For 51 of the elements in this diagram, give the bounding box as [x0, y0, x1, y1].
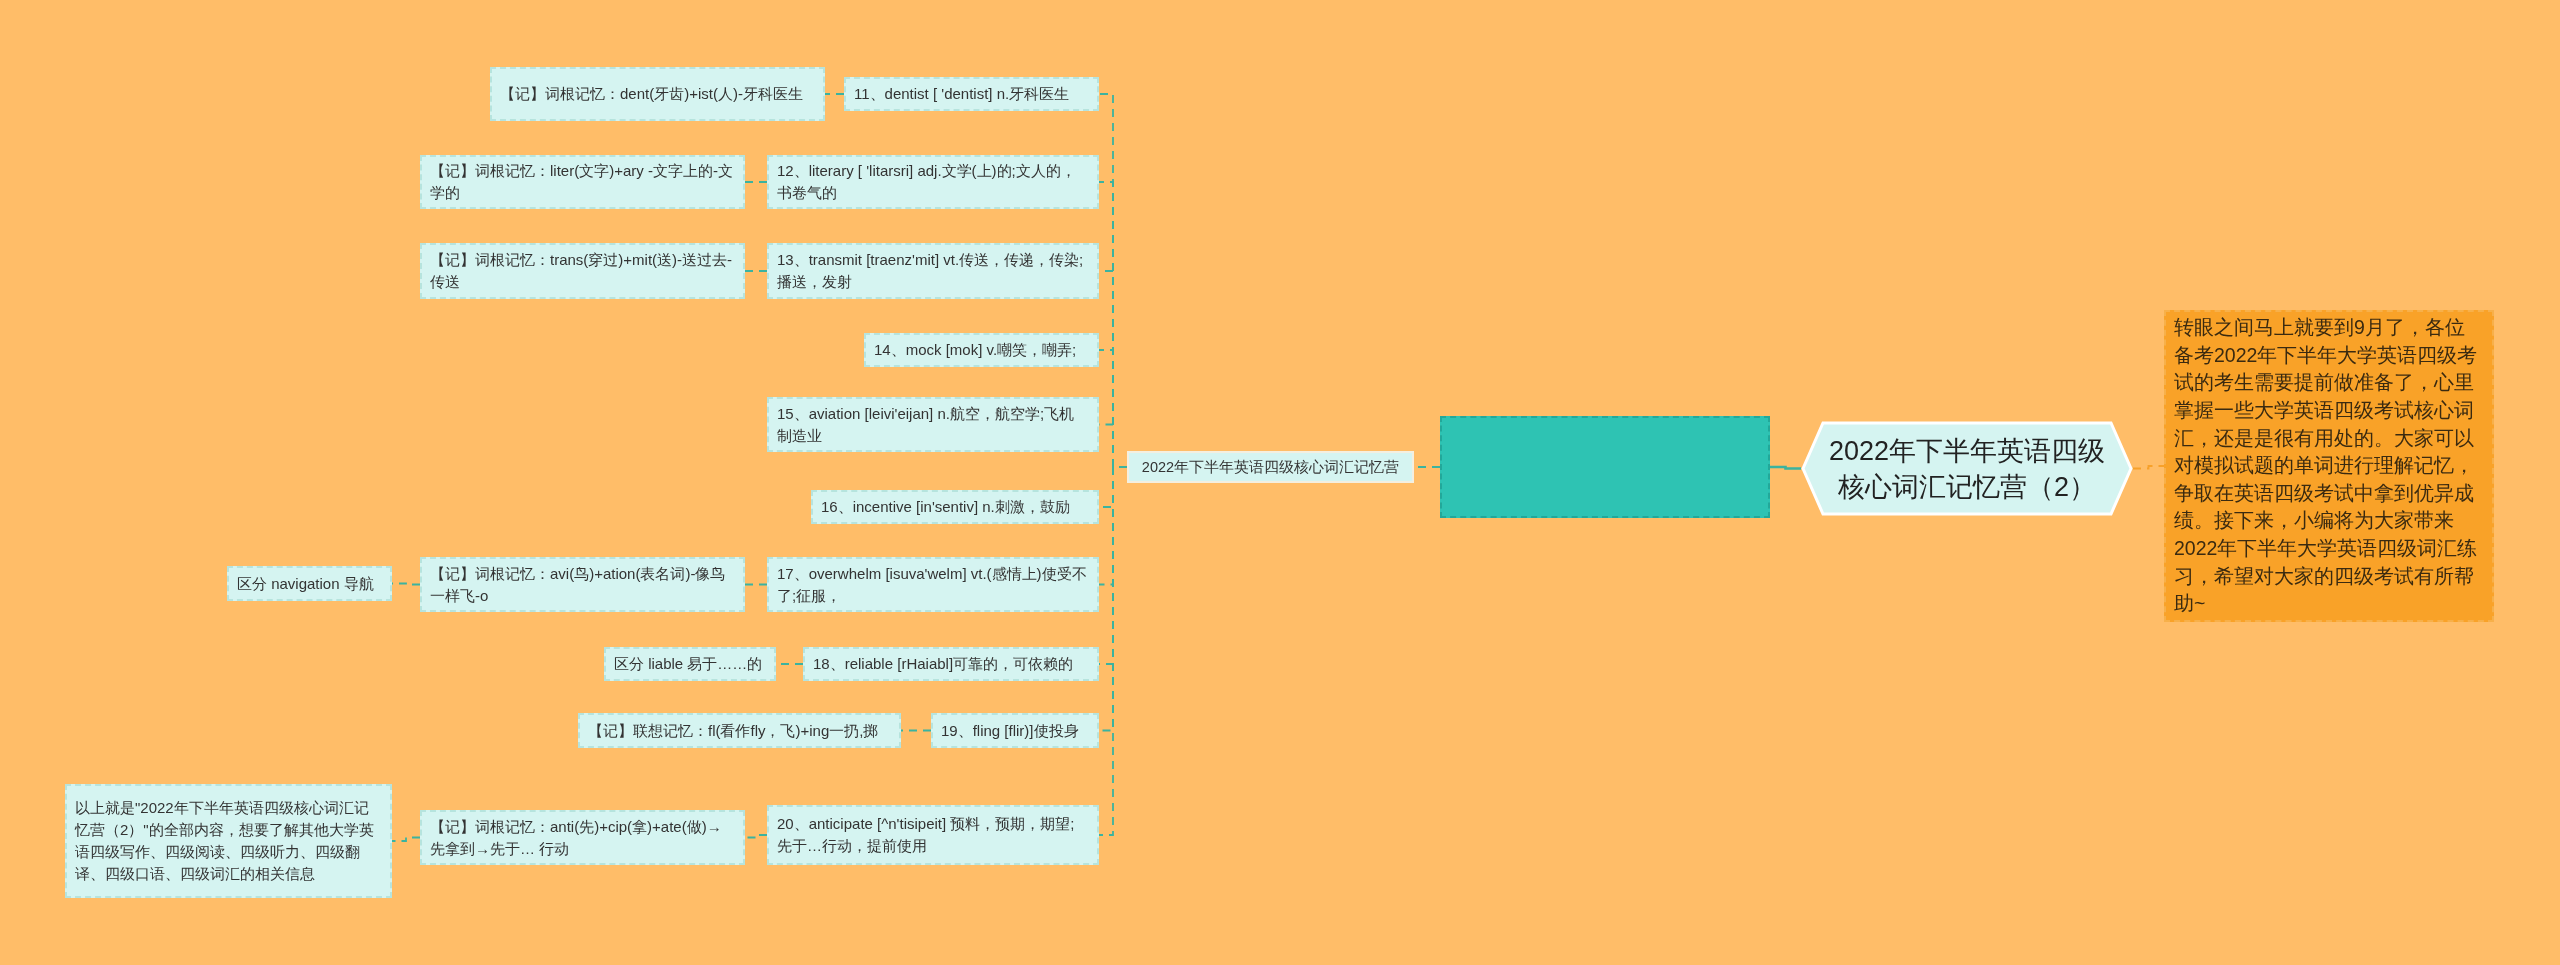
entry-text: 【记】词根记忆：avi(鸟)+ation(表名词)-像鸟一样飞-o: [430, 563, 727, 606]
connector-line: [744, 583, 768, 586]
word-box: [767, 397, 1099, 452]
memory-tip-box: [420, 557, 745, 612]
connector-line: [2132, 465, 2165, 470]
entry-text: 【记】词根记忆：liter(文字)+ary -文字上的-文学的: [430, 161, 734, 203]
word-box: [803, 647, 1099, 681]
entry-text: 以上就是"2022年下半年英语四级核心词汇记忆营（2）"的全部内容，想要了解其他大学英语四级写作、四级阅读、四级听力、四级翻译、四级口语、四级词汇的相关信息: [75, 798, 375, 884]
entry-text: 14、mock [mok] v.嘲笑，嘲弄;: [874, 340, 1077, 360]
entry-text: 【记】词根记忆：dent(牙齿)+ist(人)-牙科医生: [500, 84, 803, 104]
topic-text: 2022年下半年英语四级核心词汇记忆营（2）: [1827, 434, 2107, 504]
word-box: [931, 713, 1099, 748]
entry-text: 16、incentive [in'sentiv] n.刺激，鼓励: [821, 497, 1070, 517]
entry-text: 18、reliable [rHaiabl]可靠的，可依赖的: [813, 654, 1074, 674]
entry-text: 【记】词根记忆：anti(先)+cip(拿)+ate(做)→先拿到→先于… 行动: [430, 816, 723, 859]
entry-text: 15、aviation [leivi'eijan] n.航空，航空学;飞机制造业: [777, 403, 1076, 446]
word-box: [811, 490, 1099, 524]
entry-text: 17、overwhelm [isuva'welm] vt.(感情上)使受不了;征服，: [777, 563, 1088, 606]
central-topic-box: [1801, 421, 2133, 516]
word-box: [844, 77, 1099, 111]
entry-text: 【记】联想记忆：fl(看作fly，飞)+ing一扔,掷: [588, 720, 879, 741]
note-box: [65, 784, 392, 898]
connector-line: [744, 270, 768, 272]
entry-text: 区分 navigation 导航: [237, 573, 374, 594]
entry-text: 11、dentist [ 'dentist] n.牙科医生: [854, 84, 1070, 104]
word-box: [767, 805, 1099, 865]
word-box: [767, 557, 1099, 612]
connector-line: [391, 836, 421, 842]
promo-box: [1440, 416, 1770, 518]
connector-line: [1770, 465, 1801, 470]
entry-text: 12、literary [ 'litarsri] adj.文学(上)的;文人的，书卷气的: [777, 161, 1077, 203]
entry-text: 【记】词根记忆：trans(穿过)+mit(送)-送过去-传送: [430, 250, 734, 292]
memory-tip-box: [420, 155, 745, 209]
connector-line: [744, 181, 768, 183]
intro-text: 转眼之间马上就要到9月了，各位备考2022年下半年大学英语四级考试的考生需要提前做准备了，心里掌握一些大学英语四级考试核心词汇，还是是很有用处的。大家可以对模拟试题的单词进行理解记忆，争取在英语四级考试中拿到优异成绩。接下来，小编将为大家带来2022年下半年大学英语四级词汇练习，希望对大家的四级考试有所帮助~: [2174, 315, 2479, 617]
word-box: [767, 155, 1099, 209]
entry-text: 13、transmit [traenz'mit] vt.传送，传递，传染;播送，发射: [777, 250, 1085, 292]
word-box: [864, 333, 1099, 367]
word-box: [767, 243, 1099, 299]
note-box: [227, 566, 392, 601]
branch-topic-box: [1127, 451, 1414, 483]
memory-tip-box: [420, 810, 745, 865]
entry-text: 20、anticipate [^n'tisipeit] 预料，预期，期望;先于…行动，提前使用: [777, 814, 1076, 856]
memory-tip-box: [420, 243, 745, 299]
memory-tip-box: [578, 713, 901, 748]
entry-text: 19、fling [flir)]使投身: [941, 720, 1079, 741]
connector-line: [824, 93, 845, 95]
branch-text: 2022年下半年英语四级核心词汇记忆营: [1141, 457, 1400, 477]
memory-tip-box: [490, 67, 825, 121]
note-box: [604, 647, 776, 681]
entry-text: 区分 liable 易于……的: [614, 654, 763, 674]
